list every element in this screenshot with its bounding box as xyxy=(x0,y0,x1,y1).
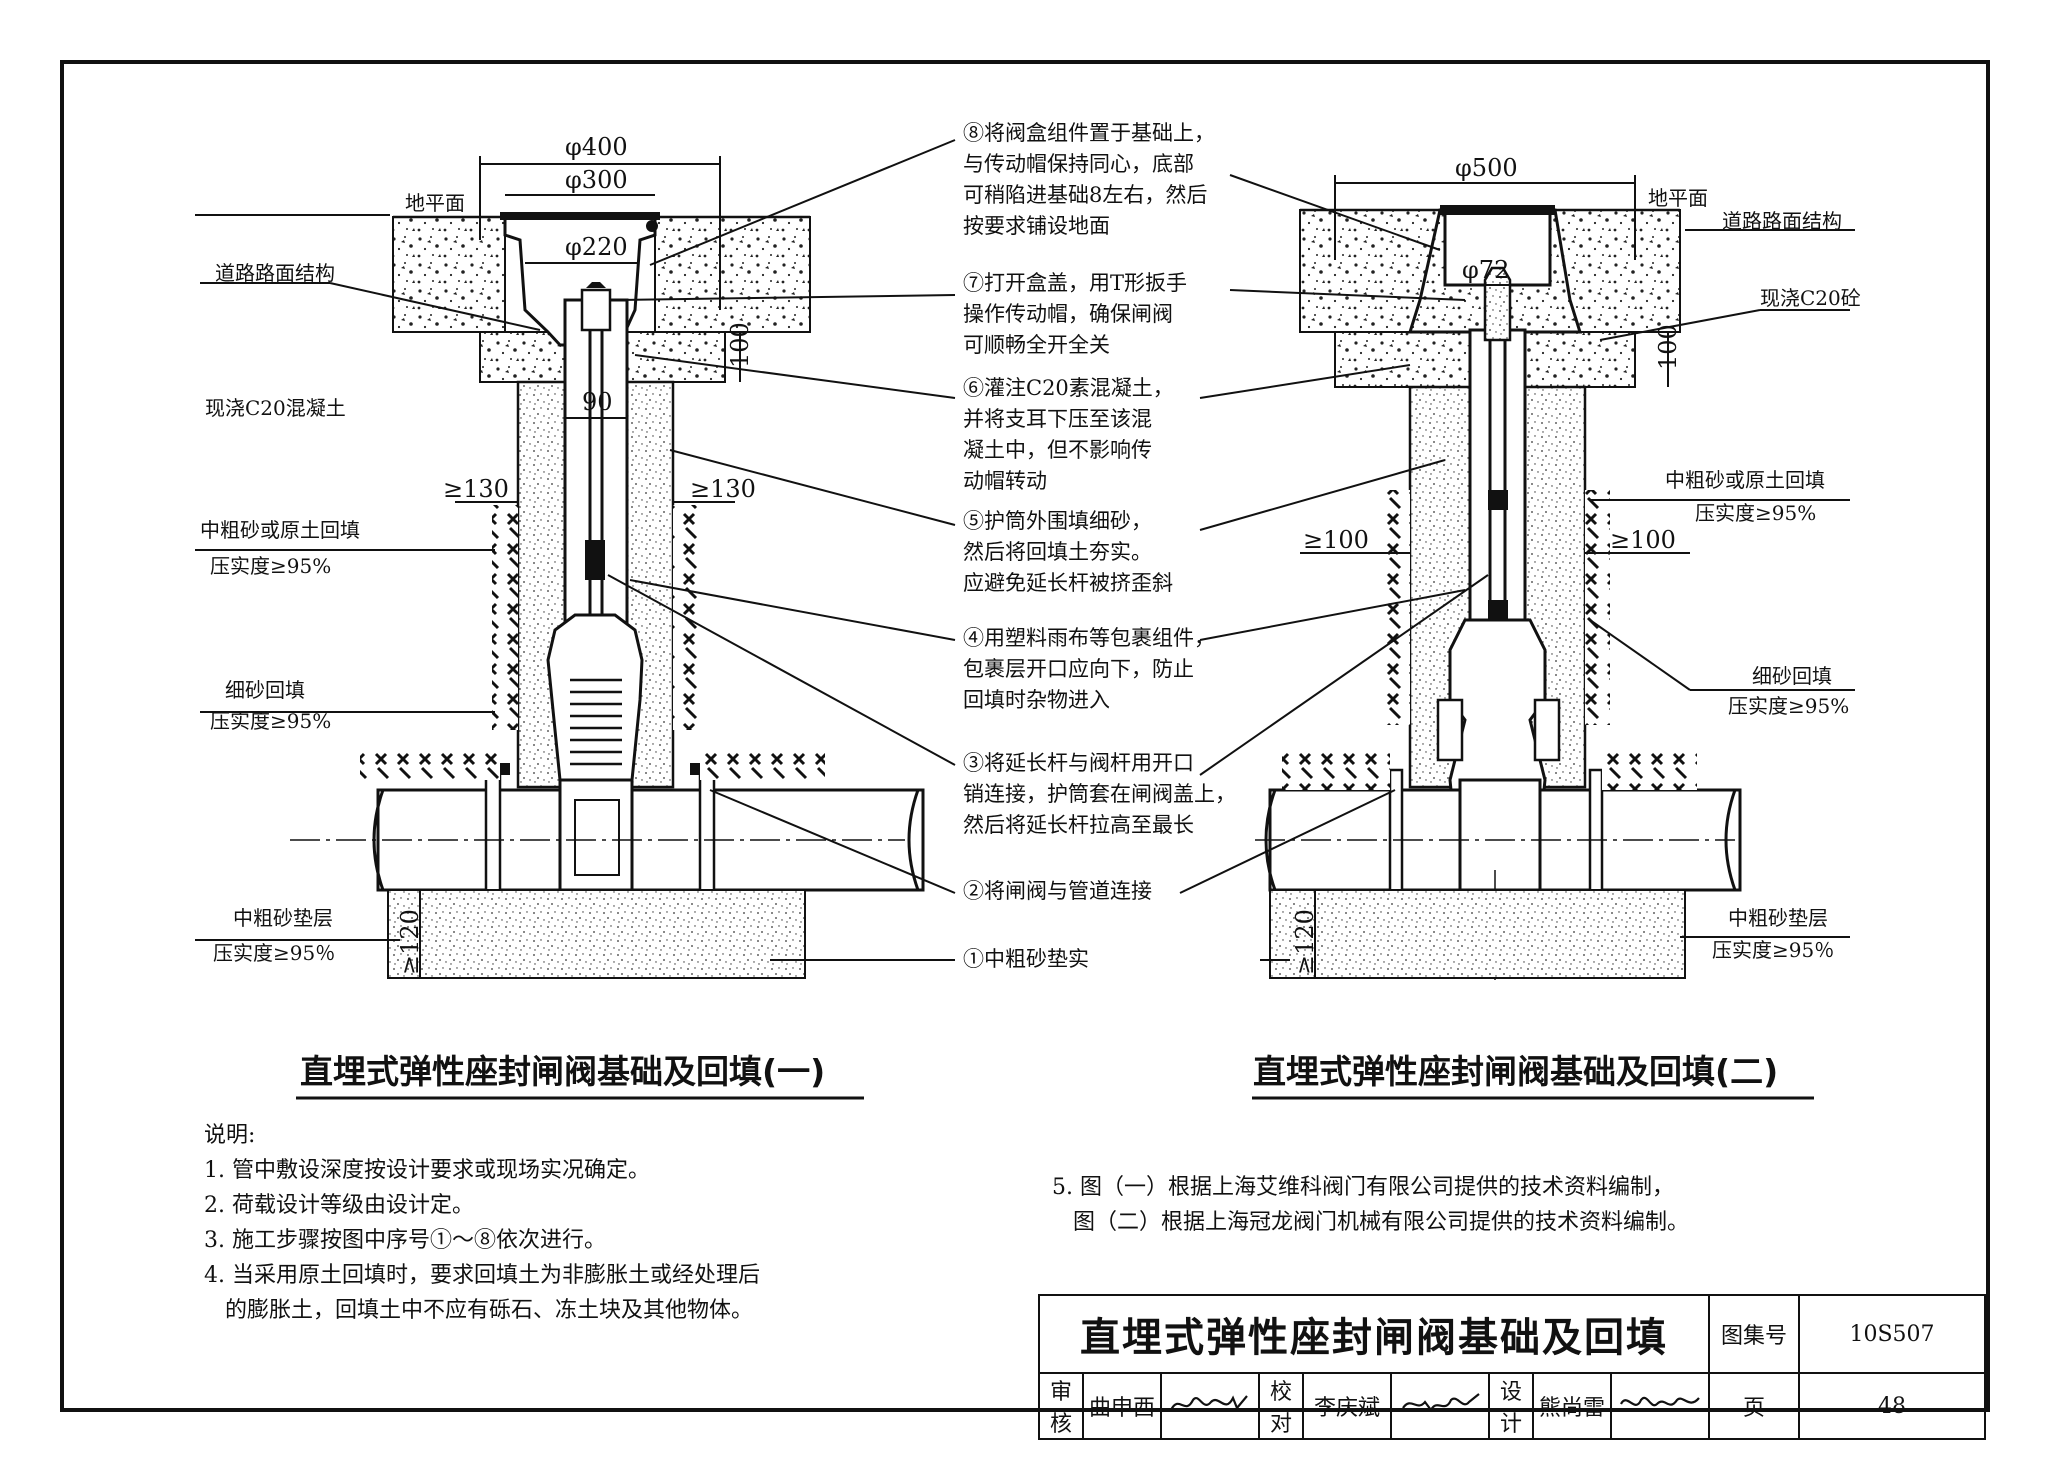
dim-ge100-left: ≥100 xyxy=(1303,526,1369,554)
note-item-5a: 5. 图（一）根据上海艾维科阀门有限公司提供的技术资料编制， xyxy=(1052,1175,1674,1200)
label-backfill-1: 中粗砂或原土回填 xyxy=(200,518,360,542)
note-item-5b: 图（二）根据上海冠龙阀门机械有限公司提供的技术资料编制。 xyxy=(1052,1210,1689,1235)
step-7-line-1: ⑦打开盒盖，用T形扳手 xyxy=(963,271,1187,295)
atlas-label: 图集号 xyxy=(1708,1294,1800,1374)
note-item: 2. 荷载设计等级由设计定。 xyxy=(204,1193,474,1218)
step-6-line-1: ⑥灌注C20素混凝土， xyxy=(963,376,1174,400)
caption-1: 直埋式弹性座封闸阀基础及回填(一) xyxy=(300,1052,825,1091)
dim-d100-2: 100 xyxy=(1654,324,1682,370)
right-labels: 地平面 道路路面结构 现浇C20砼 中粗砂或原土回填 压实度≥95% 细砂回填 … xyxy=(1291,154,1861,975)
dim-ge120-2: ≥120 xyxy=(1291,909,1319,975)
step-4-line-1: ④用塑料雨布等包裹组件， xyxy=(963,626,1215,650)
step-3-line-1: ③将延长杆与阀杆用开口 xyxy=(963,751,1194,775)
label-ground-level-2: 地平面 xyxy=(1648,186,1708,210)
step-6-line-4: 动帽转动 xyxy=(963,469,1047,493)
atlas-number: 10S507 xyxy=(1798,1294,1986,1374)
step-4-line-3: 回填时杂物进入 xyxy=(963,688,1110,712)
road-slab-left-1 xyxy=(392,216,506,333)
review-label: 审核 xyxy=(1038,1372,1084,1440)
notes: 说明: 1. 管中敷设深度按设计要求或现场实况确定。 2. 荷载设计等级由设计定… xyxy=(204,1118,760,1328)
title-block: 直埋式弹性座封闸阀基础及回填 图集号 10S507 审核 曲申西 校对 李庆斌 … xyxy=(1038,1294,1986,1440)
label-fine-sand-1: 细砂回填 xyxy=(225,678,305,702)
designer-name: 熊尚雷 xyxy=(1532,1372,1612,1440)
step-5-line-1: ⑤护筒外围填细砂， xyxy=(963,509,1152,533)
label-compaction-1c: 压实度≥95％ xyxy=(213,941,335,965)
valve-drawing-1 xyxy=(290,156,925,979)
step-7-line-2: 操作传动帽，确保闸阀 xyxy=(963,302,1173,326)
road-slab-right-1 xyxy=(654,216,811,333)
step-8-line-4: 按要求铺设地面 xyxy=(963,214,1110,238)
step-8-line-1: ⑧将阀盒组件置于基础上， xyxy=(963,121,1215,145)
notes-item5: 5. 图（一）根据上海艾维科阀门有限公司提供的技术资料编制， 图（二）根据上海冠… xyxy=(1052,1170,1689,1240)
step-5-line-3: 应避免延长杆被挤歪斜 xyxy=(963,571,1173,595)
step-6-line-3: 凝土中，但不影响传 xyxy=(963,438,1152,462)
label-ground-level-1: 地平面 xyxy=(405,191,465,215)
sand-cushion-1 xyxy=(387,889,806,979)
dim-ge120-1: ≥120 xyxy=(396,909,424,975)
dim-d220: φ220 xyxy=(565,233,628,261)
drawing-frame xyxy=(60,60,1990,1412)
page-label: 页 xyxy=(1708,1372,1800,1440)
label-sand-cushion-1: 中粗砂垫层 xyxy=(233,906,333,930)
label-backfill-2: 中粗砂或原土回填 xyxy=(1665,468,1825,492)
step-8-line-3: 可稍陷进基础8左右，然后 xyxy=(963,183,1207,207)
leader-lines xyxy=(195,139,1855,961)
step-2-line-1: ②将闸阀与管道连接 xyxy=(963,879,1152,903)
checker-name: 李庆斌 xyxy=(1302,1372,1392,1440)
note-item: 1. 管中敷设深度按设计要求或现场实况确定。 xyxy=(204,1158,650,1183)
dim-d72: φ72 xyxy=(1462,256,1509,284)
steps-text: ⑧将阀盒组件置于基础上， 与传动帽保持同心，底部可稍陷进基础8左右，然后按要求铺设… xyxy=(963,121,1236,971)
page-number: 48 xyxy=(1798,1372,1986,1440)
dim-ge130-left: ≥130 xyxy=(443,475,509,503)
title-block-title: 直埋式弹性座封闸阀基础及回填 xyxy=(1038,1294,1710,1374)
label-compaction-2a: 压实度≥95% xyxy=(1695,501,1816,525)
note-item: 3. 施工步骤按图中序号①～⑧依次进行。 xyxy=(204,1228,606,1253)
caption-2: 直埋式弹性座封闸阀基础及回填(二) xyxy=(1253,1052,1778,1091)
step-6-line-2: 并将支耳下压至该混 xyxy=(963,407,1152,431)
dim-d300: φ300 xyxy=(565,166,628,194)
label-compaction-1a: 压实度≥95% xyxy=(210,554,331,578)
designer-signature xyxy=(1610,1372,1710,1440)
check-label: 校对 xyxy=(1258,1372,1304,1440)
step-3-line-3: 然后将延长杆拉高至最长 xyxy=(963,813,1194,837)
step-4-line-2: 包裹层开口应向下，防止 xyxy=(963,657,1194,681)
step-3-line-2: 销连接，护筒套在闸阀盖上， xyxy=(963,782,1236,806)
label-cast-c20-concrete: 现浇C20混凝土 xyxy=(205,396,346,420)
notes-heading: 说明: xyxy=(204,1123,256,1148)
note-item: 的膨胀土，回填土中不应有砾石、冻土块及其他物体。 xyxy=(204,1298,753,1323)
label-compaction-2c: 压实度≥95％ xyxy=(1712,938,1834,962)
label-cast-c20: 现浇C20砼 xyxy=(1760,286,1861,310)
label-road-structure-2: 道路路面结构 xyxy=(1722,209,1842,233)
label-road-structure-1: 道路路面结构 xyxy=(215,261,335,285)
dim-ge130-right: ≥130 xyxy=(690,475,756,503)
reviewer-name: 曲申西 xyxy=(1082,1372,1162,1440)
note-item: 4. 当采用原土回填时，要求回填土为非膨胀土或经处理后 xyxy=(204,1263,760,1288)
label-compaction-1b: 压实度≥95% xyxy=(210,709,331,733)
valve-drawing-2 xyxy=(1255,175,1742,980)
label-fine-sand-2: 细砂回填 xyxy=(1752,664,1832,688)
dim-d90: 90 xyxy=(582,388,613,416)
step-5-line-2: 然后将回填土夯实。 xyxy=(963,540,1152,564)
sand-cushion-2 xyxy=(1269,889,1686,979)
reviewer-signature xyxy=(1160,1372,1260,1440)
dim-d500: φ500 xyxy=(1455,154,1518,182)
step-7-line-3: 可顺畅全开全关 xyxy=(963,333,1110,357)
step-1-line-1: ①中粗砂垫实 xyxy=(963,947,1089,971)
dim-ge100-right: ≥100 xyxy=(1610,526,1676,554)
left-labels: 地平面 道路路面结构 现浇C20混凝土 中粗砂或原土回填 压实度≥95% 细砂回… xyxy=(200,133,756,975)
step-8-line-2: 与传动帽保持同心，底部 xyxy=(963,152,1194,176)
gate-valve-1 xyxy=(546,613,644,782)
label-compaction-2b: 压实度≥95% xyxy=(1728,694,1849,718)
design-label: 设计 xyxy=(1488,1372,1534,1440)
label-sand-cushion-2: 中粗砂垫层 xyxy=(1728,906,1828,930)
dim-d100-1: 100 xyxy=(726,322,754,368)
dim-d400: φ400 xyxy=(565,133,628,161)
checker-signature xyxy=(1390,1372,1490,1440)
